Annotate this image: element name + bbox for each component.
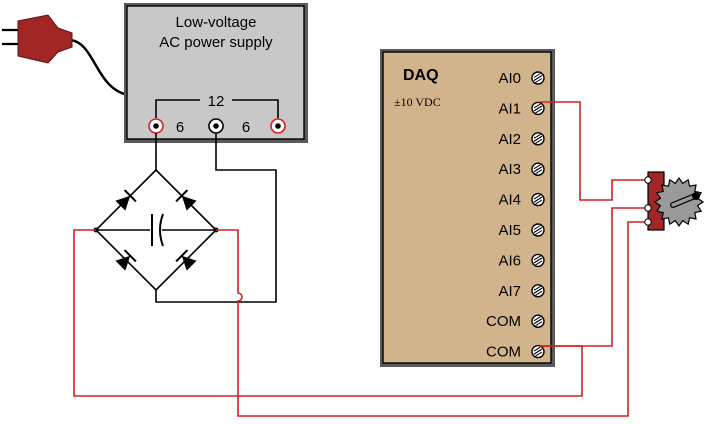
daq-screw-terminal[interactable] xyxy=(531,192,545,207)
daq-range: ±10 VDC xyxy=(394,95,441,109)
signal-wiring xyxy=(73,101,648,417)
daq-channel-label: AI7 xyxy=(498,283,521,300)
tap-label-6-right: 6 xyxy=(242,119,250,136)
terminal-center xyxy=(208,118,224,134)
pot-terminal xyxy=(644,176,652,184)
pot-terminal xyxy=(644,218,652,226)
tap-label-6-left: 6 xyxy=(176,119,184,136)
supply-title-line2: AC power supply xyxy=(159,34,273,51)
daq-channel-label: AI3 xyxy=(498,161,521,178)
daq-channel-label: AI4 xyxy=(498,192,521,209)
diode-bottom-right xyxy=(175,249,197,271)
terminal-left xyxy=(148,118,164,134)
power-plug xyxy=(2,14,129,97)
daq-title: DAQ xyxy=(403,67,439,84)
daq-screw-terminal[interactable] xyxy=(531,71,545,85)
tap-label-12: 12 xyxy=(208,93,225,110)
potentiometer xyxy=(644,171,705,231)
wire-bridge-pos-to-pot xyxy=(216,221,648,417)
pot-shaft-end xyxy=(692,192,700,200)
daq-body xyxy=(382,51,552,364)
bridge-rectifier xyxy=(93,133,277,303)
pot-shaft-highlight xyxy=(671,194,697,207)
daq-channel-label: COM xyxy=(486,344,521,361)
power-supply: Low-voltage AC power supply 12 6 6 xyxy=(124,3,308,143)
tap-bracket-right xyxy=(232,99,279,118)
daq-screw-terminal[interactable] xyxy=(531,344,545,359)
daq-channel-label: AI5 xyxy=(498,222,521,239)
plug-body xyxy=(17,14,73,64)
tap-bracket-left xyxy=(155,99,200,118)
wire-com-to-pot xyxy=(540,207,648,347)
capacitor xyxy=(151,213,164,247)
terminal-right xyxy=(270,118,286,134)
daq-channel-label: AI1 xyxy=(498,100,521,117)
daq-channel-label: AI2 xyxy=(498,131,521,148)
wire-ai1-to-wiper xyxy=(540,101,648,201)
daq-channel-label: AI0 xyxy=(498,70,521,87)
daq-screw-terminal[interactable] xyxy=(531,314,545,328)
daq-screw-terminal[interactable] xyxy=(531,223,545,237)
daq-screw-terminal[interactable] xyxy=(531,101,545,116)
daq-screw-terminal[interactable] xyxy=(531,132,545,146)
wire-center-tap-to-bridge-bottom xyxy=(155,133,277,303)
daq-channel-label: COM xyxy=(486,313,521,330)
diode-bottom-left xyxy=(115,249,137,271)
supply-title-line1: Low-voltage xyxy=(176,14,257,31)
daq-screw-terminal[interactable] xyxy=(531,253,545,268)
power-cord xyxy=(69,38,129,97)
daq-screw-terminal[interactable] xyxy=(531,162,545,176)
bridge-diamond xyxy=(94,169,218,292)
pot-terminal xyxy=(644,204,652,212)
daq-channel-label: AI6 xyxy=(498,252,521,269)
daq-screw-terminal[interactable] xyxy=(531,284,545,298)
